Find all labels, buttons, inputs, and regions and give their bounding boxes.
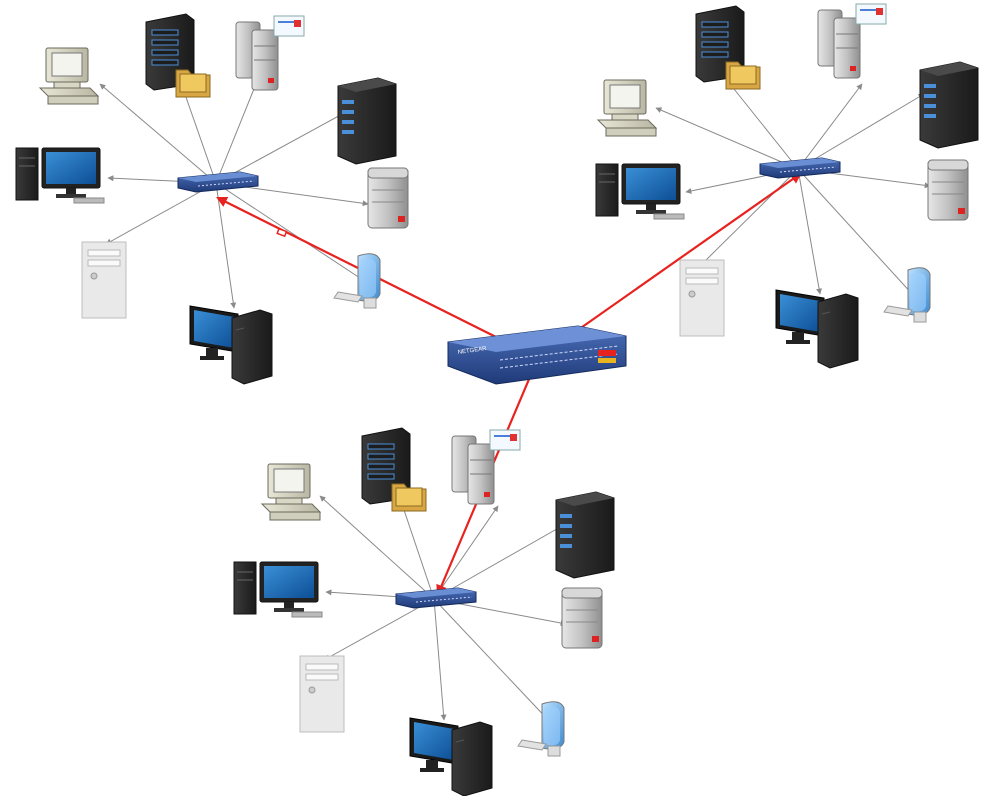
workstation-icon [189,305,273,385]
beige-tower-icon [81,241,127,319]
desktop-computer-icon [595,163,685,220]
top-right-link-1 [655,107,799,170]
lcd-monitor-icon [517,701,565,757]
uplink-connector-icon [276,227,288,238]
storage-server-icon [561,587,603,649]
core-switch-icon [447,325,627,385]
top-right-link-4 [797,93,925,170]
tower-server-icon [919,61,979,149]
storage-server-icon [367,167,409,229]
top-left-link-8 [215,182,367,283]
crt-computer-icon [261,463,321,521]
mail-server-icon [817,3,887,79]
top-right-network-switch-icon [759,157,841,179]
beige-tower-icon [299,655,345,733]
top-right-link-7 [699,168,799,267]
lcd-monitor-icon [333,253,381,309]
top-right-link-8 [797,168,915,297]
bottom-link-3 [433,505,499,600]
bottom-link-9 [433,598,447,721]
bottom-link-2 [400,503,435,600]
lcd-monitor-icon [883,267,931,323]
top-right-link-9 [797,168,823,295]
workstation-icon [775,289,859,369]
storage-server-icon [927,159,969,221]
desktop-computer-icon [233,561,323,618]
uplink-lines [216,172,802,597]
top-left-link-1 [99,83,217,184]
device-icons [15,3,979,796]
top-right-link-2 [729,83,799,170]
file-server-icon [145,13,211,98]
bottom-link-8 [433,598,553,725]
bottom-link-4 [433,525,563,600]
desktop-computer-icon [15,147,105,204]
tower-server-icon [555,491,615,579]
crt-computer-icon [597,79,657,137]
top-left-link-7 [105,182,217,245]
bottom-link-1 [319,495,435,600]
top-left-link-3 [215,73,261,184]
tower-server-icon [337,77,397,165]
mail-server-icon [451,429,521,505]
crt-computer-icon [39,47,99,105]
workstation-icon [409,717,493,796]
top-left-network-switch-icon [177,171,259,193]
bottom-link-7 [323,598,435,661]
file-server-icon [695,5,761,90]
top-left-link-4 [215,111,347,184]
top-right-link-3 [797,83,863,170]
beige-tower-icon [679,259,725,337]
mail-server-icon [235,15,305,91]
file-server-icon [361,427,427,512]
core-switch-brand: NETGEAR [457,346,487,356]
